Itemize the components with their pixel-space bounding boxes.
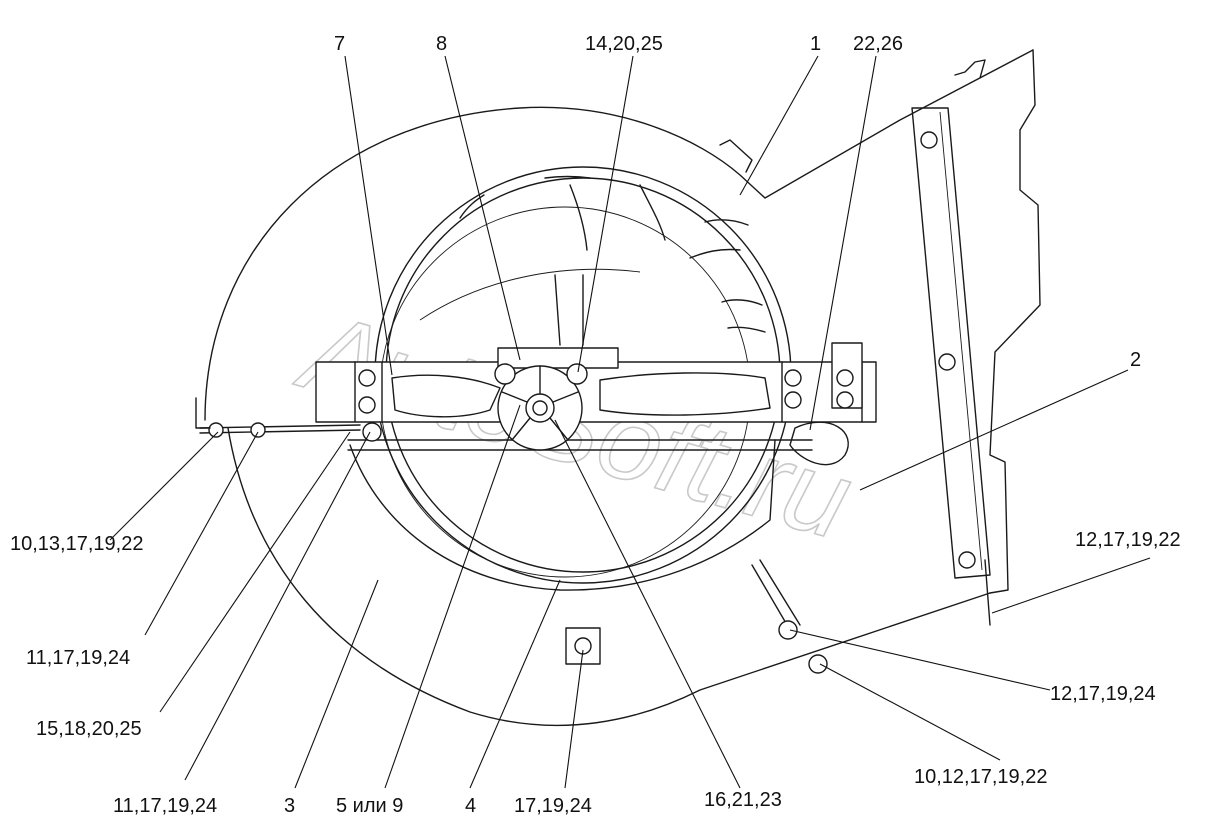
lower-cover	[349, 439, 801, 631]
callout-15-18-20-25: 15,18,20,25	[36, 718, 142, 740]
callout-12-17-19-24: 12,17,19,24	[1050, 683, 1156, 705]
callout-17-19-24: 17,19,24	[514, 795, 592, 817]
bolts	[195, 369, 991, 674]
callout-5-or-9: 5 или 9	[336, 795, 403, 817]
callout-14-20-25: 14,20,25	[585, 33, 663, 55]
callout-labels: 7 8 14,20,25 1 22,26 2 12,17,19,22 10,13…	[10, 33, 1181, 817]
callout-7: 7	[334, 33, 345, 55]
callout-10-13-17-19-22: 10,13,17,19,22	[10, 533, 143, 555]
callout-8: 8	[436, 33, 447, 55]
callout-1: 1	[810, 33, 821, 55]
callout-4: 4	[465, 795, 476, 817]
callout-10-12-17-19-22: 10,12,17,19,22	[914, 766, 1047, 788]
clamp	[789, 421, 849, 466]
leader-lines	[109, 55, 1151, 789]
callout-16-21-23: 16,21,23	[704, 789, 782, 811]
callout-11-17-19-24-left: 11,17,19,24	[26, 647, 130, 669]
callout-22-26: 22,26	[853, 33, 903, 55]
callout-11-17-19-24-bottom: 11,17,19,24	[113, 795, 217, 817]
mounting-bracket	[911, 107, 991, 579]
hub	[494, 363, 588, 451]
fan-housing	[204, 49, 1041, 727]
callout-3: 3	[284, 795, 295, 817]
callout-12-17-19-22: 12,17,19,22	[1075, 529, 1181, 551]
motor-plate	[199, 342, 877, 451]
callout-2: 2	[1130, 349, 1141, 371]
